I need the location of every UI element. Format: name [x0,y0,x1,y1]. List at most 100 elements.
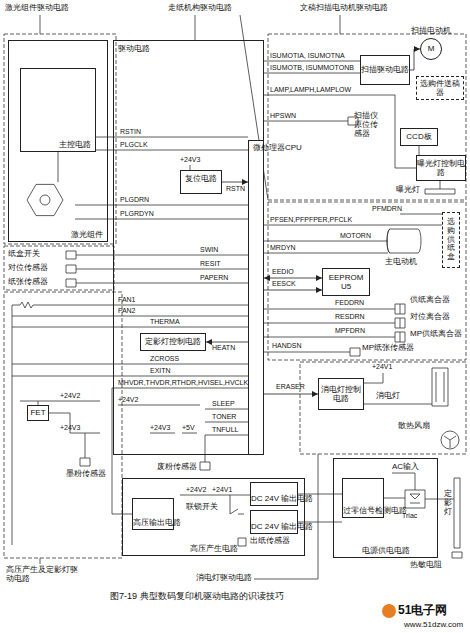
dashed-region [4,34,466,558]
part-label: 扫描仪原位传感器 [354,112,380,138]
circuit-box: DC 24V 输出电路 [250,482,298,506]
signal-name: PLGDRN [120,196,149,204]
signal-name: RSTIN [120,128,141,136]
box-text: EEPROM U5 [323,273,369,291]
box-text: 过零信号检测电路 [343,506,383,515]
part-label: 高压产生及定影灯驱动电路 [6,566,78,584]
signal-name: RESIT [200,260,221,268]
fan-blades [444,436,456,448]
signal-connector [222,182,248,183]
part-label: MP供纸离合器 [410,330,462,339]
part-label: 消电灯 [376,392,400,401]
signal-wire [12,61,454,545]
eraser-lamp [432,368,448,406]
box-text: M [428,44,435,53]
box-text: CCD板 [406,132,431,141]
box-text: 驱动电路 [118,44,150,53]
signal-name: PLGRDYN [120,210,154,218]
part-label: 对位传感器 [8,264,48,273]
circuit-block: 驱动电路复位电路 微处理器CPU 定影灯控制电路 [113,40,264,455]
box-text: 定影灯控制电路 [145,337,201,346]
box-text: 主控电路 [59,140,91,149]
signal-name: SLEEP [212,400,235,408]
signal-connector [264,290,322,291]
box-text: 消电灯控制电路 [319,385,363,403]
circuit-box: 消电灯控制电路 [318,378,364,410]
circuit-box: 定影灯控制电路 [140,333,206,351]
option-box: 选购供纸盒 [442,212,460,268]
signal-name: TNFULL [212,426,238,434]
signal-name: RSTN [226,185,245,193]
part-label: 废粉传感器 [157,463,197,472]
box-text: 高压输出电路 [133,518,173,527]
signal-name: +5V [182,424,195,432]
signal-name: +24V2 [60,392,80,400]
signal-name: PAPERN [200,274,228,282]
motor-circle: 扫描电动机M [420,38,442,60]
signal-connector [264,394,318,395]
signal-name: FAN2 [118,307,136,315]
circuit-box: FET [27,405,49,421]
part-heading: 扫描电动机 [411,26,451,35]
part-label: 走纸机构驱动电路 [168,4,232,13]
part-label: AC输入 [392,463,419,472]
signal-name: PFMDRN [372,205,402,213]
signal-connector [410,49,420,70]
signal-name: +24V1 [372,363,392,371]
box-text: 扫描驱动电路 [361,65,409,74]
thermistor-symbol [452,552,462,558]
signal-name: +24V2 [118,396,138,404]
figure-caption: 图7-19 典型数码复印机驱动电路的识读技巧 [110,592,284,602]
signal-connector [264,278,322,279]
circuit-box: 主控电路 [20,68,96,152]
fuser-lamp [454,478,460,548]
signal-name: THERMA [150,318,180,326]
box-text: FET [30,408,45,417]
signal-name: +24V3 [60,424,80,432]
triac-symbol [405,490,425,508]
part-label: 消电灯驱动电路 [196,574,252,583]
signal-name: FAN1 [118,296,136,304]
signal-name: ISUMOTIA, ISUMOTNA [270,52,345,60]
signal-name: Triac [402,512,417,520]
box-text: 曝光灯控制电路 [417,159,465,177]
circuit-box: EEPROM U5 [322,268,370,296]
watermark-logo [382,604,396,618]
box-text: 选购件送稿器 [417,79,463,97]
part-label: 供纸离合器 [410,296,450,305]
part-label: 联锁开关 [186,503,218,512]
signal-name: SWIN [200,246,218,254]
part-label: 热敏电阻 [410,561,442,570]
signal-name: LAMP,LAMPH,LAMPLOW [270,86,351,94]
signal-name: HPSWN [270,112,296,120]
circuit-box: CCD板 [400,128,438,146]
signal-name: MPFDRN [335,327,365,335]
circuit-box: 曝光灯控制电路 [416,155,466,181]
circuit-box: 过零信号检测电路 [342,478,384,518]
part-label: 51电子网 [398,604,447,617]
part-label: 散热风扇 [398,422,430,431]
signal-name: +24V2 [186,486,206,494]
box-text: DC 24V 输出电路 [251,522,297,531]
part-label: 主电动机 [385,258,417,267]
signal-name: MHVDR,THVDR,RTHDR,HVISEL,HVCLK [118,379,248,387]
polygon-mirror [27,184,63,215]
part-label: 对位离合器 [410,313,450,322]
signal-name: HANDSN [272,342,302,350]
circuit-box: 扫描驱动电路 [360,55,410,85]
circuit-region: 电源供电电路过零信号检测电路 [333,458,438,558]
signal-name: +24V3 [180,156,200,164]
sensor-symbol [66,117,360,546]
part-label: 墨粉传感器 [66,470,106,479]
signal-name: www.51dzw.com [404,621,463,630]
motor-cylinder [387,229,421,253]
circuit-box: 高压输出电路 [132,498,174,530]
part-label: 纸张传感器 [8,278,48,287]
exposure-lamp [425,189,455,194]
signal-name: ISUMOTB, ISUMMOTONB [270,64,354,72]
box-text: 复位电路 [185,174,217,183]
signal-name: ERASER [276,383,305,391]
part-label: 出纸传感器 [250,537,290,546]
cpu-column: 微处理器CPU [248,140,264,455]
signal-name: MOTORN [340,232,371,240]
